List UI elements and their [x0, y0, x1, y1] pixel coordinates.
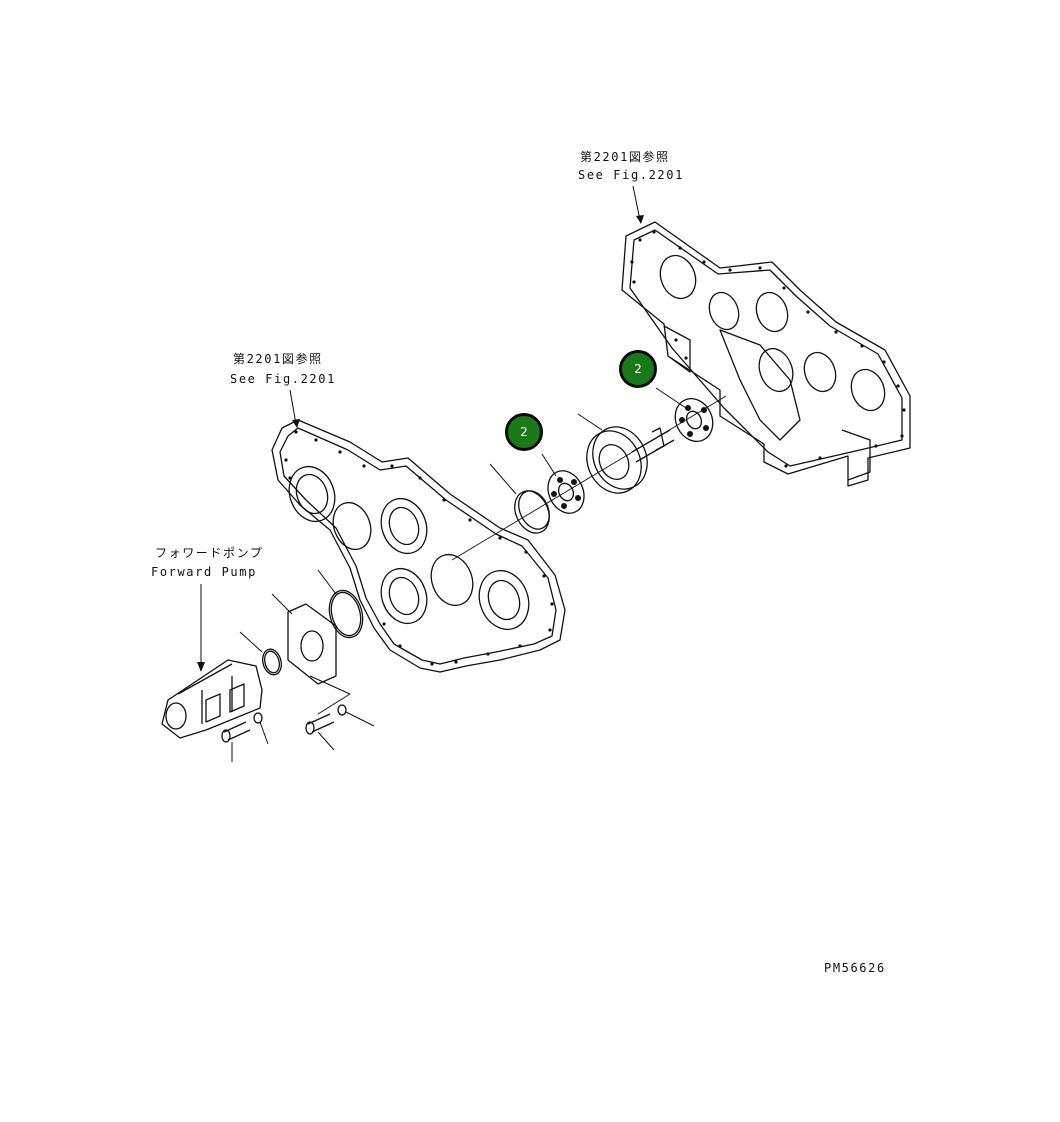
pump-mounting-parts — [161, 589, 364, 743]
forward-pump-label-en: Forward Pump — [151, 565, 257, 579]
leader-lines — [197, 185, 687, 762]
rear-case-ref-ja: 第2201図参照 — [580, 150, 670, 164]
rear-case-ref-en: See Fig.2201 — [578, 168, 684, 182]
front-case-ref-en: See Fig.2201 — [230, 372, 336, 386]
item-badge-front-bearing[interactable]: 2 — [505, 413, 543, 451]
input-shaft-assembly — [451, 395, 727, 561]
rear-gear-case — [621, 221, 911, 487]
front-case-ref-ja: 第2201図参照 — [233, 352, 323, 366]
item-badge-rear-bearing[interactable]: 2 — [619, 350, 657, 388]
figure-code: PM56626 — [824, 961, 886, 975]
front-gear-case — [271, 419, 566, 673]
forward-pump-label-ja: フォワードポンプ — [155, 546, 264, 560]
